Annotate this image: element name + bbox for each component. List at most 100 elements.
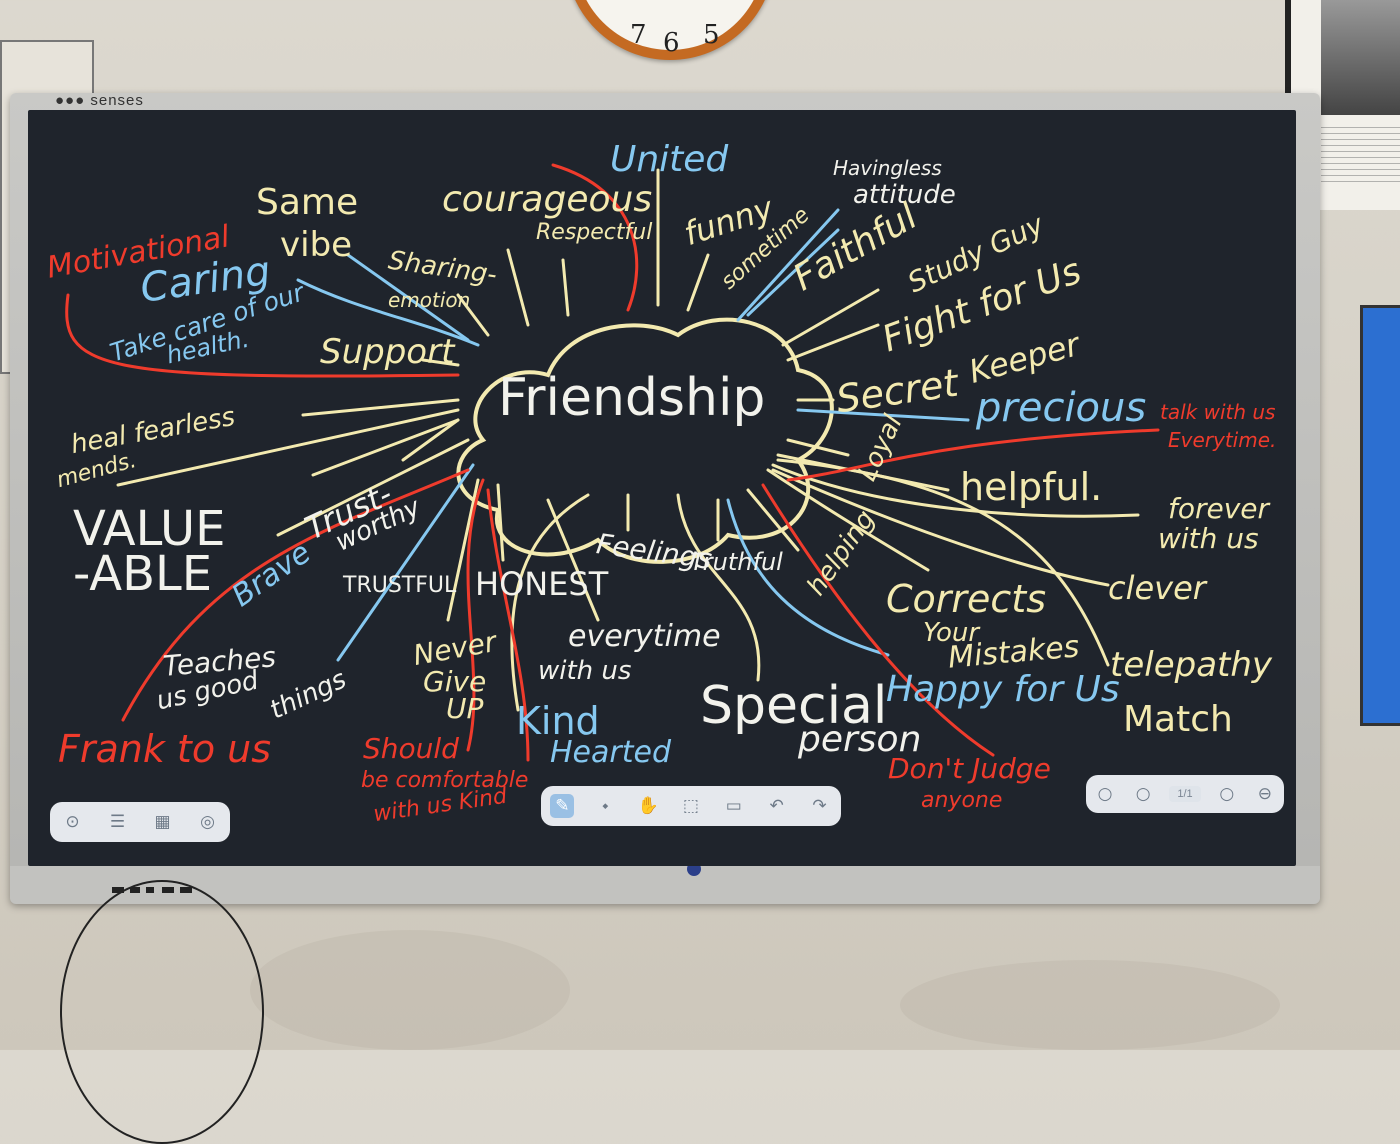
wall-stain [250,930,570,1050]
portrait-caption [1321,122,1400,182]
word-united: United [610,139,729,180]
word-truthful: Truthful [690,548,783,576]
word-corrects: Corrects [886,577,1046,621]
line-frank [121,468,470,722]
line-clever [771,468,1110,587]
word-respectful: Respectful [536,220,653,245]
brand-logo: ●●● senses [55,92,144,109]
word-able: -ABLE [73,546,213,602]
undo-icon[interactable]: ↶ [769,796,784,816]
eraser-icon[interactable]: ⬩ [602,796,609,816]
line-kind [510,493,590,712]
add-page-icon[interactable]: ○ [1135,784,1151,804]
line-helping [746,488,800,552]
word-everytime: everytime [568,619,721,654]
select-icon[interactable]: ⬚ [682,796,699,816]
circle-icon[interactable]: ◎ [200,812,215,832]
clock-number-5: 5 [703,20,720,50]
line-telepathy [776,458,1110,667]
grid-icon[interactable]: ▦ [154,812,171,832]
line-loyal [786,438,850,457]
word-with-us: with us [1158,522,1259,555]
word-frank-to-us: Frank to us [58,727,272,771]
interactive-whiteboard-screen[interactable]: Friendship United courageous Respectful … [28,110,1296,866]
right-toolbar: ○ ○ 1/1 ○ ⊖ [1086,775,1284,813]
line-motivational [65,293,460,378]
word-telepathy: telepathy [1110,645,1273,685]
line-sharing [456,293,490,337]
word-same: Same [256,182,359,223]
word-special: Special [700,676,888,736]
line-special [676,493,761,682]
word-give: Give [423,665,487,698]
line-leftarrow [301,398,460,417]
page-indicator: 1/1 [1169,786,1201,802]
word-havingless: Havingless [833,156,942,180]
word-courageous: courageous [442,179,653,220]
line-happy [726,498,890,657]
word-be-comfortable: be comfortable [361,768,529,793]
center-word-friendship: Friendship [498,368,766,428]
redo-icon[interactable]: ↷ [812,796,827,816]
word-clever: clever [1108,569,1206,607]
line-precious [796,408,970,422]
line-respectful [561,258,570,317]
back-icon[interactable]: ⊖ [1257,784,1273,804]
word-match: Match [1123,699,1233,740]
line-things [336,463,475,662]
word-dont-judge: Don't Judge [888,752,1051,785]
word-value: VALUE [73,501,226,557]
word-attitude: attitude [853,180,956,210]
line-united-red [551,163,639,312]
clock-number-7: 7 [630,20,647,50]
line-funny [686,253,710,312]
clock-face: 7 6 5 [575,0,765,58]
port [112,887,124,893]
line-trust [401,418,460,462]
word-up: UP [446,692,484,725]
line-talk [786,428,1160,482]
wall-clock: 7 6 5 [565,0,775,60]
wall-stain [900,960,1280,1050]
line-fight [786,323,880,362]
pin-icon[interactable]: ⊙ [65,812,80,832]
clipboard-icon[interactable]: ▭ [725,796,742,816]
list-icon[interactable]: ☰ [109,812,126,832]
next-page-icon[interactable]: ○ [1219,784,1235,804]
line-should [466,478,485,752]
line-valueable [311,418,460,477]
power-cable [60,880,264,1144]
word-vibe: vibe [280,225,353,265]
word-talk-with-us: talk with us [1160,400,1276,424]
line-honest [496,483,505,562]
word-anyone: anyone [921,788,1003,813]
word-with-us-2: with us [538,656,632,686]
line-havingless [746,228,840,317]
brand-name: senses [90,92,144,109]
word-honest: HONEST [475,565,609,603]
word-precious: precious [976,385,1147,431]
left-toolbar: ⊙ ☰ ▦ ◎ [50,802,230,842]
line-dontjudge [761,483,995,757]
line-brave [276,438,470,537]
line-courageous [506,248,530,327]
line-never [446,478,480,622]
pen-icon[interactable]: ✎ [550,794,575,818]
clock-number-6: 6 [663,28,680,58]
line-forever [771,463,1140,518]
line-faithful [736,208,840,322]
line-should2 [486,488,530,762]
word-hearted: Hearted [550,735,671,770]
line-support [421,358,460,367]
word-forever: forever [1168,492,1270,525]
word-should: Should [363,732,459,765]
line-vibe [346,253,470,342]
prev-page-icon[interactable]: ○ [1097,784,1113,804]
monitor-bottom-strip [10,866,1320,904]
side-whiteboard [1360,305,1400,726]
word-your: Your [923,618,980,648]
word-kind: Kind [516,699,600,743]
hand-icon[interactable]: ✋ [637,796,659,816]
line-heal [116,408,460,487]
line-caring [296,278,480,347]
